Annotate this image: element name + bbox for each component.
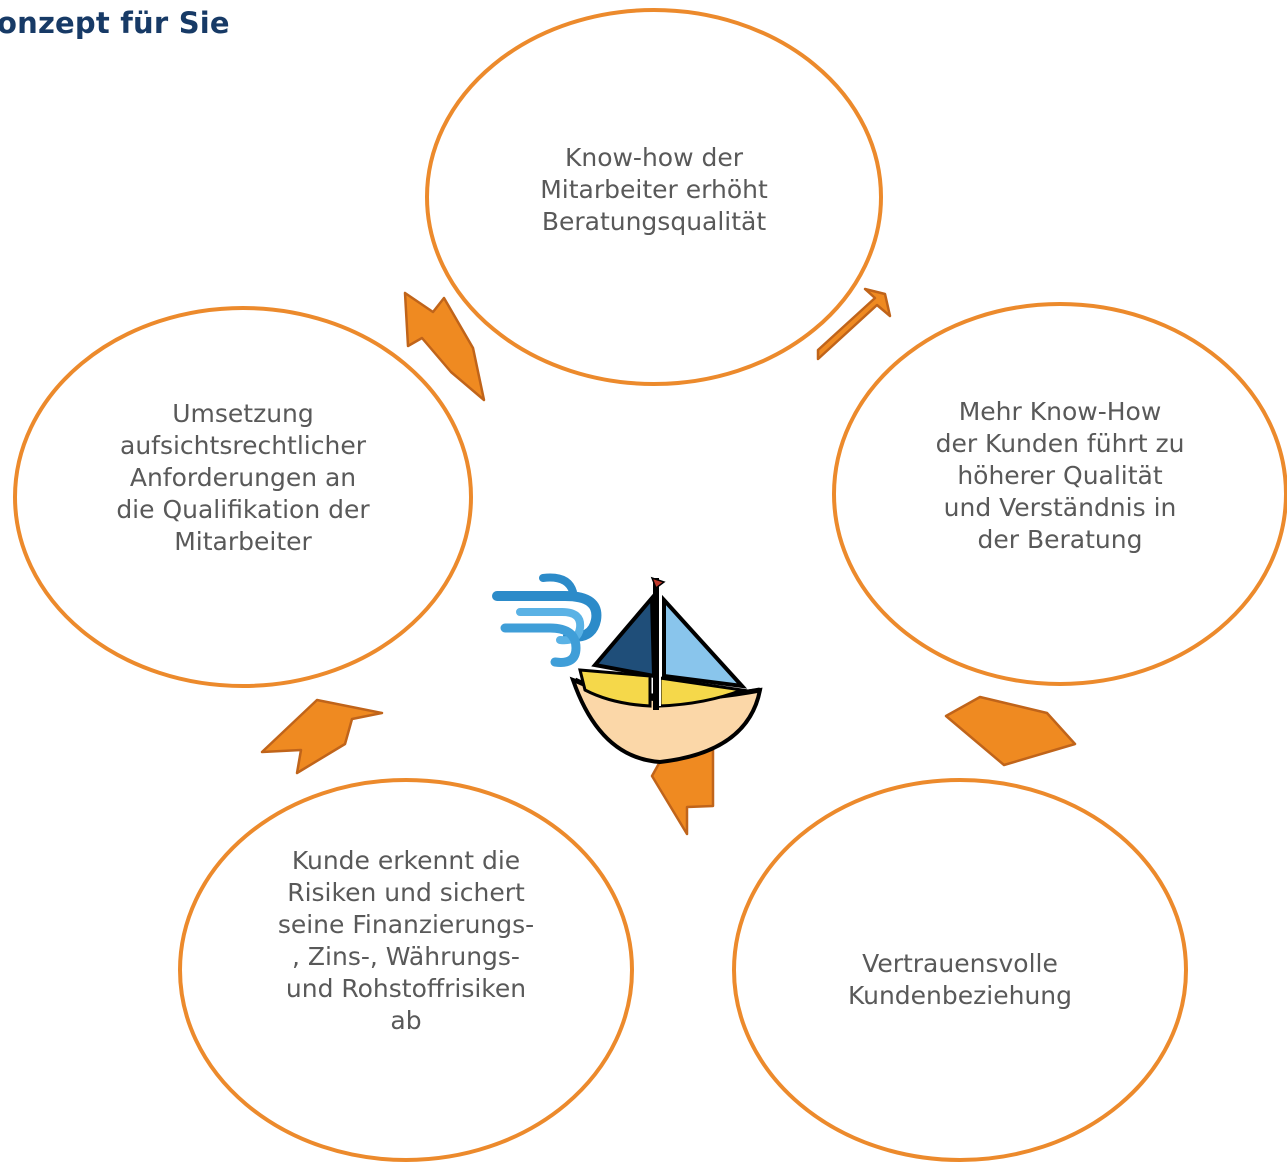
node-line: Vertrauensvolle — [862, 949, 1058, 978]
node-line: Kundenbeziehung — [847, 981, 1073, 1010]
node-kundenbeziehung: Vertrauensvolle Kundenbeziehung — [780, 948, 1140, 1012]
node-line: Mehr Know-How — [958, 397, 1162, 426]
circle-know-how-mitarbeiter — [425, 8, 883, 386]
node-line: der Beratung — [977, 525, 1143, 554]
node-know-how-kunden: Mehr Know-How der Kunden führt zu höhere… — [880, 396, 1240, 556]
node-line: Umsetzung — [172, 399, 314, 428]
node-line: und Verständnis in — [943, 493, 1177, 522]
arrow-top-left — [403, 291, 486, 402]
node-risiken: Kunde erkennt die Risiken und sichert se… — [226, 845, 586, 1037]
node-line: Risiken und sichert — [287, 878, 525, 907]
circle-aufsicht — [13, 306, 473, 688]
circle-kundenbeziehung — [732, 778, 1188, 1162]
node-line: die Qualifikation der — [116, 495, 370, 524]
node-line: Anforderungen an — [129, 463, 357, 492]
node-line: Mitarbeiter — [174, 527, 312, 556]
node-line: und Rohstoffrisiken — [285, 974, 527, 1003]
node-line: höherer Qualität — [957, 461, 1163, 490]
sailboat-with-wind-icon — [492, 573, 763, 765]
node-line: Know-how der — [564, 143, 744, 172]
circle-know-how-kunden — [832, 302, 1287, 686]
node-line: der Kunden führt zu — [935, 429, 1185, 458]
arrow-right-down — [944, 695, 1077, 767]
circle-risiken — [178, 778, 634, 1162]
node-line: ab — [390, 1006, 422, 1035]
node-line: aufsichtsrechtlicher — [120, 431, 366, 460]
node-line: Mitarbeiter erhöht — [540, 175, 768, 204]
node-line: Beratungsqualität — [541, 207, 767, 236]
node-line: Kunde erkennt die — [291, 846, 521, 875]
arrow-left-up — [260, 698, 384, 775]
page-title: onzept für Sie — [0, 6, 230, 40]
node-line: , Zins-, Währungs- — [292, 942, 520, 971]
arrow-top-right — [816, 287, 892, 361]
node-aufsicht: Umsetzung aufsichtsrechtlicher Anforderu… — [63, 398, 423, 558]
node-line: seine Finanzierungs- — [277, 910, 535, 939]
node-know-how-mitarbeiter: Know-how der Mitarbeiter erhöht Beratung… — [474, 142, 834, 238]
